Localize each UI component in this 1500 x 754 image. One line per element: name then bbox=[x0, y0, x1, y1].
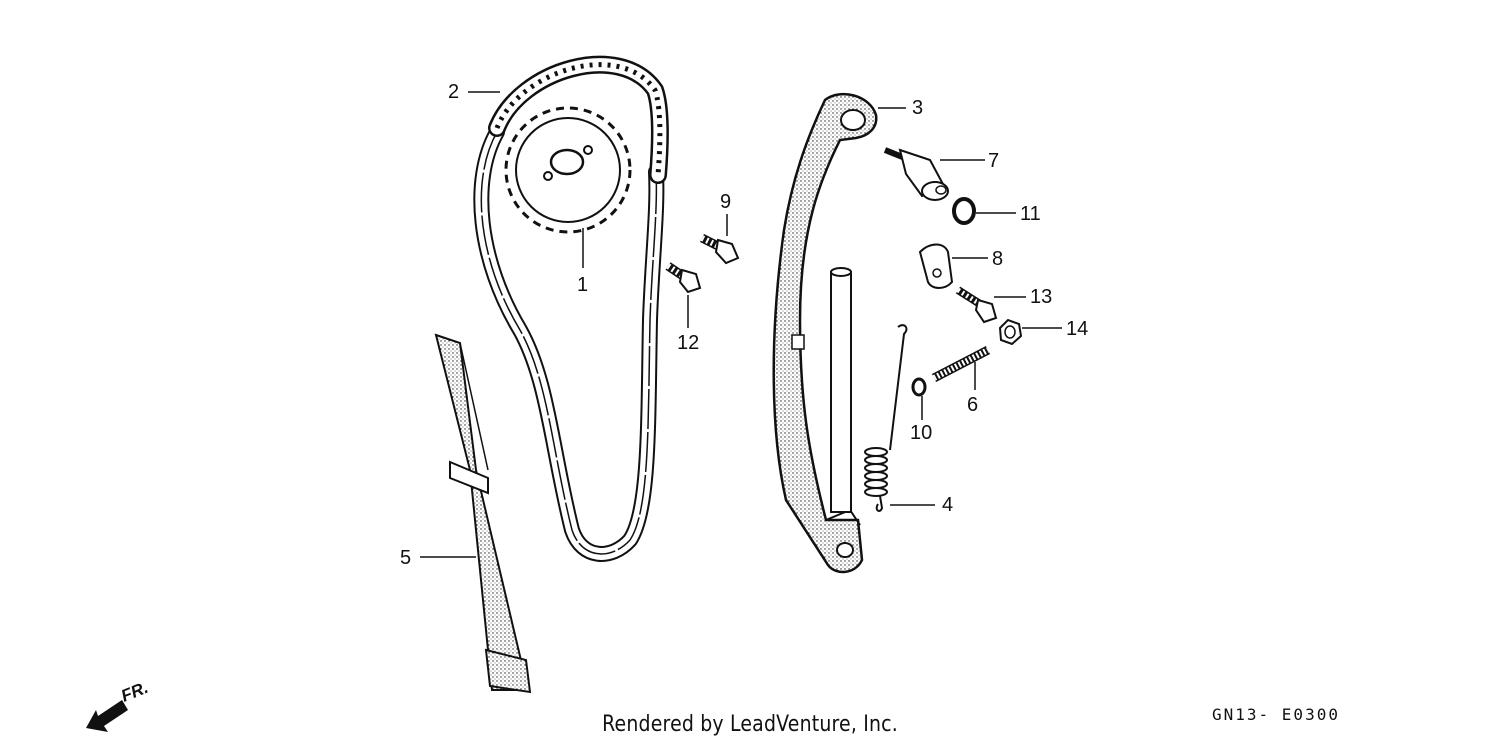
callout-2: 2 bbox=[448, 81, 459, 103]
callout-numbers: 1 2 3 4 5 6 7 8 9 10 11 12 13 14 bbox=[400, 81, 1088, 569]
o-ring bbox=[952, 197, 976, 225]
adjusting-bolt bbox=[931, 346, 991, 382]
callout-3: 3 bbox=[912, 97, 923, 119]
callout-5: 5 bbox=[400, 547, 411, 569]
tensioner-spring bbox=[864, 324, 908, 512]
callout-8: 8 bbox=[992, 248, 1003, 270]
washer-10 bbox=[911, 377, 927, 397]
bolt-9 bbox=[699, 233, 740, 265]
credit-text: Rendered by LeadVenture, Inc. bbox=[602, 712, 898, 737]
bolt-12 bbox=[665, 262, 702, 294]
stopper-plate bbox=[918, 243, 954, 289]
callout-1: 1 bbox=[577, 274, 588, 296]
cam-chain bbox=[473, 55, 669, 562]
callout-6: 6 bbox=[967, 394, 978, 416]
callout-4: 4 bbox=[942, 494, 953, 516]
callout-14: 14 bbox=[1066, 318, 1088, 340]
nut-14 bbox=[998, 318, 1023, 346]
cam-chain-guide bbox=[434, 333, 532, 694]
callout-11: 11 bbox=[1020, 203, 1041, 225]
callout-10: 10 bbox=[910, 422, 932, 444]
bolt-13 bbox=[955, 286, 998, 324]
leader-lines bbox=[420, 91, 1062, 558]
tensioner-shaft bbox=[830, 267, 852, 513]
callout-13: 13 bbox=[1030, 286, 1052, 308]
callout-9: 9 bbox=[720, 191, 731, 213]
figure-code: GN13- E0300 bbox=[1212, 705, 1340, 724]
cam-sprocket bbox=[504, 106, 632, 234]
tensioner-arm bbox=[772, 92, 878, 574]
callout-7: 7 bbox=[988, 150, 999, 172]
callout-12: 12 bbox=[677, 332, 699, 354]
front-direction-label: FR. bbox=[118, 678, 151, 706]
tensioner-push-rod bbox=[883, 147, 949, 201]
